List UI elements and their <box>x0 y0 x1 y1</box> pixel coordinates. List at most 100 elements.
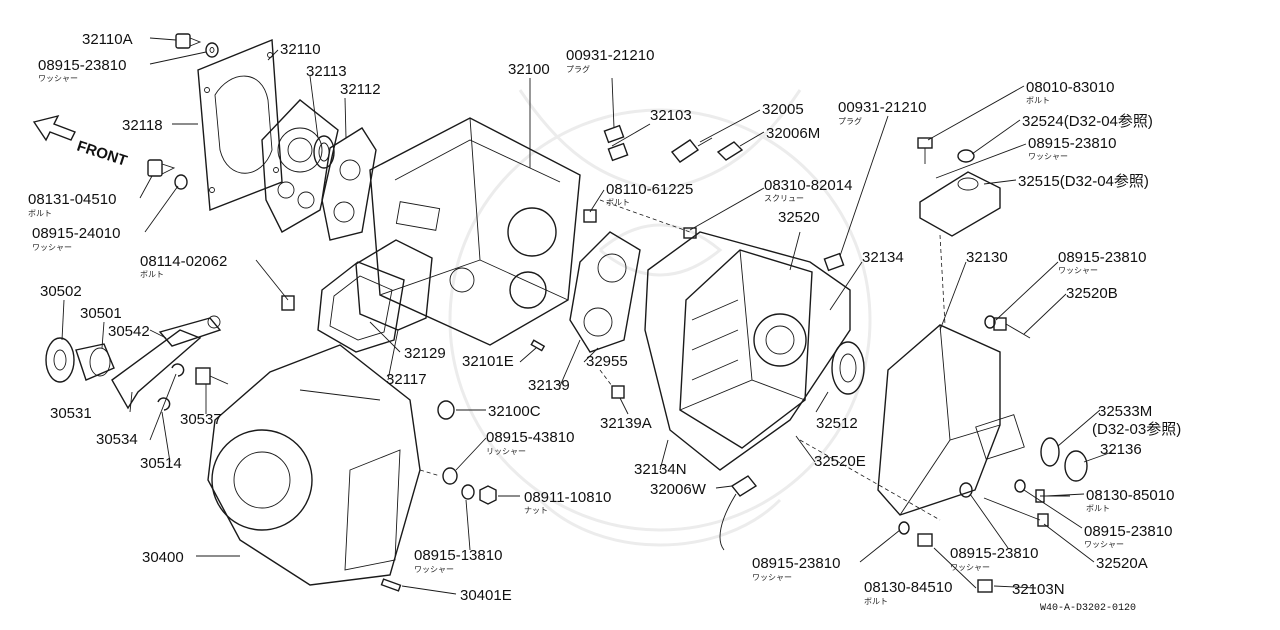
sub-washer-2: ワッシャー <box>32 243 72 252</box>
switch-32005 <box>670 137 713 163</box>
label-08915-23810-f: 08915-23810 <box>950 545 1038 562</box>
label-30502: 30502 <box>40 283 82 300</box>
sub-washer-8: ワッシャー <box>752 573 792 582</box>
washer-08915-23810-c <box>984 315 996 329</box>
washer-08915-23810-f <box>959 482 973 498</box>
bolt-08110-61225 <box>583 209 597 223</box>
label-32533m-ref: (D32-03参照) <box>1092 421 1181 438</box>
gasket-32134 <box>644 231 851 471</box>
sub-screw-1: スクリュー <box>764 194 804 203</box>
sub-bolt-6: ボルト <box>864 597 888 606</box>
label-30400: 30400 <box>142 549 184 566</box>
label-08915-23810-c: 08915-23810 <box>1058 249 1146 266</box>
label-32112: 32112 <box>340 81 381 98</box>
label-32130: 32130 <box>966 249 1008 266</box>
label-08130-85010: 08130-85010 <box>1086 487 1174 504</box>
front-label: FRONT <box>75 138 129 170</box>
label-32113: 32113 <box>306 63 347 80</box>
plug-00931-21210-b <box>823 252 845 272</box>
sleeve-30501 <box>75 343 115 381</box>
seal-32113 <box>313 135 335 169</box>
main-case-32100 <box>369 117 581 346</box>
washer-08915-43810 <box>442 467 458 485</box>
nut-08911-10810 <box>479 485 497 505</box>
sub-washer-9: ワッシャー <box>950 563 990 572</box>
label-08310-82014: 08310-82014 <box>764 177 852 194</box>
clip-30514 <box>157 397 171 411</box>
gasket-32112 <box>321 127 377 241</box>
washer-08915-24010 <box>174 174 188 190</box>
label-32006m: 32006M <box>766 125 820 142</box>
cover-32117 <box>355 239 433 331</box>
housing-32130 <box>877 324 1025 516</box>
assembly-line <box>799 439 941 521</box>
plug-00931-21210-a <box>603 124 629 162</box>
washer-08915-13810 <box>461 484 475 500</box>
label-32110a: 32110A <box>82 31 133 48</box>
assembly-line <box>599 369 613 387</box>
gasket-32118 <box>197 38 283 211</box>
leader-lines <box>61 37 1113 595</box>
sub-bolt-5: ボルト <box>1086 504 1110 513</box>
drawing-code: W40-A-D3202-0120 <box>1040 603 1136 614</box>
washer-08915-23810-d <box>1014 479 1026 493</box>
bolt-32110a <box>175 33 202 49</box>
label-32134: 32134 <box>862 249 904 266</box>
label-08915-13810: 08915-13810 <box>414 547 502 564</box>
label-30542: 30542 <box>108 323 150 340</box>
seal-32512 <box>831 341 865 395</box>
seal-32136 <box>1064 450 1088 482</box>
pin-32101e <box>530 339 546 352</box>
label-32118: 32118 <box>122 117 163 134</box>
label-08131-04510: 08131-04510 <box>28 191 116 208</box>
label-32139: 32139 <box>528 377 570 394</box>
label-08114-02062: 08114-02062 <box>140 253 227 270</box>
assembly-line <box>939 234 946 326</box>
washer-08915-23810-e <box>898 521 910 535</box>
bolt-32139a <box>611 385 625 399</box>
label-08915-23810-d: 08915-23810 <box>1084 523 1172 540</box>
bolt-30537 <box>195 367 229 385</box>
sub-washer-3: ワッシャー <box>1028 152 1068 161</box>
label-32100c: 32100C <box>488 403 541 420</box>
label-08915-23810-b: 08915-23810 <box>1028 135 1116 152</box>
label-32520a: 32520A <box>1096 555 1148 572</box>
sub-bolt-4: ボルト <box>140 270 164 279</box>
label-32512: 32512 <box>816 415 858 432</box>
fork-30531 <box>111 329 202 410</box>
label-32117: 32117 <box>386 371 427 388</box>
sub-bolt-3: ボルト <box>606 198 630 207</box>
label-08915-24010: 08915-24010 <box>32 225 120 242</box>
bolt-32520b <box>993 317 1031 339</box>
label-08010-83010: 08010-83010 <box>1026 79 1114 96</box>
label-32134n: 32134N <box>634 461 687 478</box>
seal-32533m <box>1040 437 1060 467</box>
label-30537: 30537 <box>180 411 222 428</box>
label-00931-21210-a: 00931-21210 <box>566 47 654 64</box>
label-30534: 30534 <box>96 431 138 448</box>
washer-08915-23810-a <box>205 42 219 58</box>
label-32136: 32136 <box>1100 441 1142 458</box>
label-32101e: 32101E <box>462 353 514 370</box>
clip-30534 <box>171 363 185 377</box>
sub-nut-1: ナット <box>524 506 548 515</box>
bolt-08130-85010 <box>1035 489 1070 503</box>
label-32524: 32524(D32-04参照) <box>1022 113 1153 130</box>
label-08110-61225: 08110-61225 <box>606 181 693 198</box>
sub-washer-7: ワッシャー <box>414 565 454 574</box>
sub-plug-1: プラグ <box>566 64 590 74</box>
assembly-line <box>419 469 441 477</box>
label-32006w: 32006W <box>650 481 707 498</box>
sub-washer-1: ワッシャー <box>38 74 78 83</box>
label-32520: 32520 <box>778 209 820 226</box>
assembly-line <box>599 199 691 233</box>
bolt-08010-83010 <box>917 137 933 164</box>
bolt-32100c <box>437 400 455 420</box>
cover-32110 <box>261 99 339 233</box>
clutch-housing-30400 <box>207 344 421 586</box>
sub-plug-2: プラグ <box>838 116 862 126</box>
label-08915-23810-e: 08915-23810 <box>752 555 840 572</box>
label-08130-84510: 08130-84510 <box>864 579 952 596</box>
sub-washer-5: リッシャー <box>486 447 526 456</box>
